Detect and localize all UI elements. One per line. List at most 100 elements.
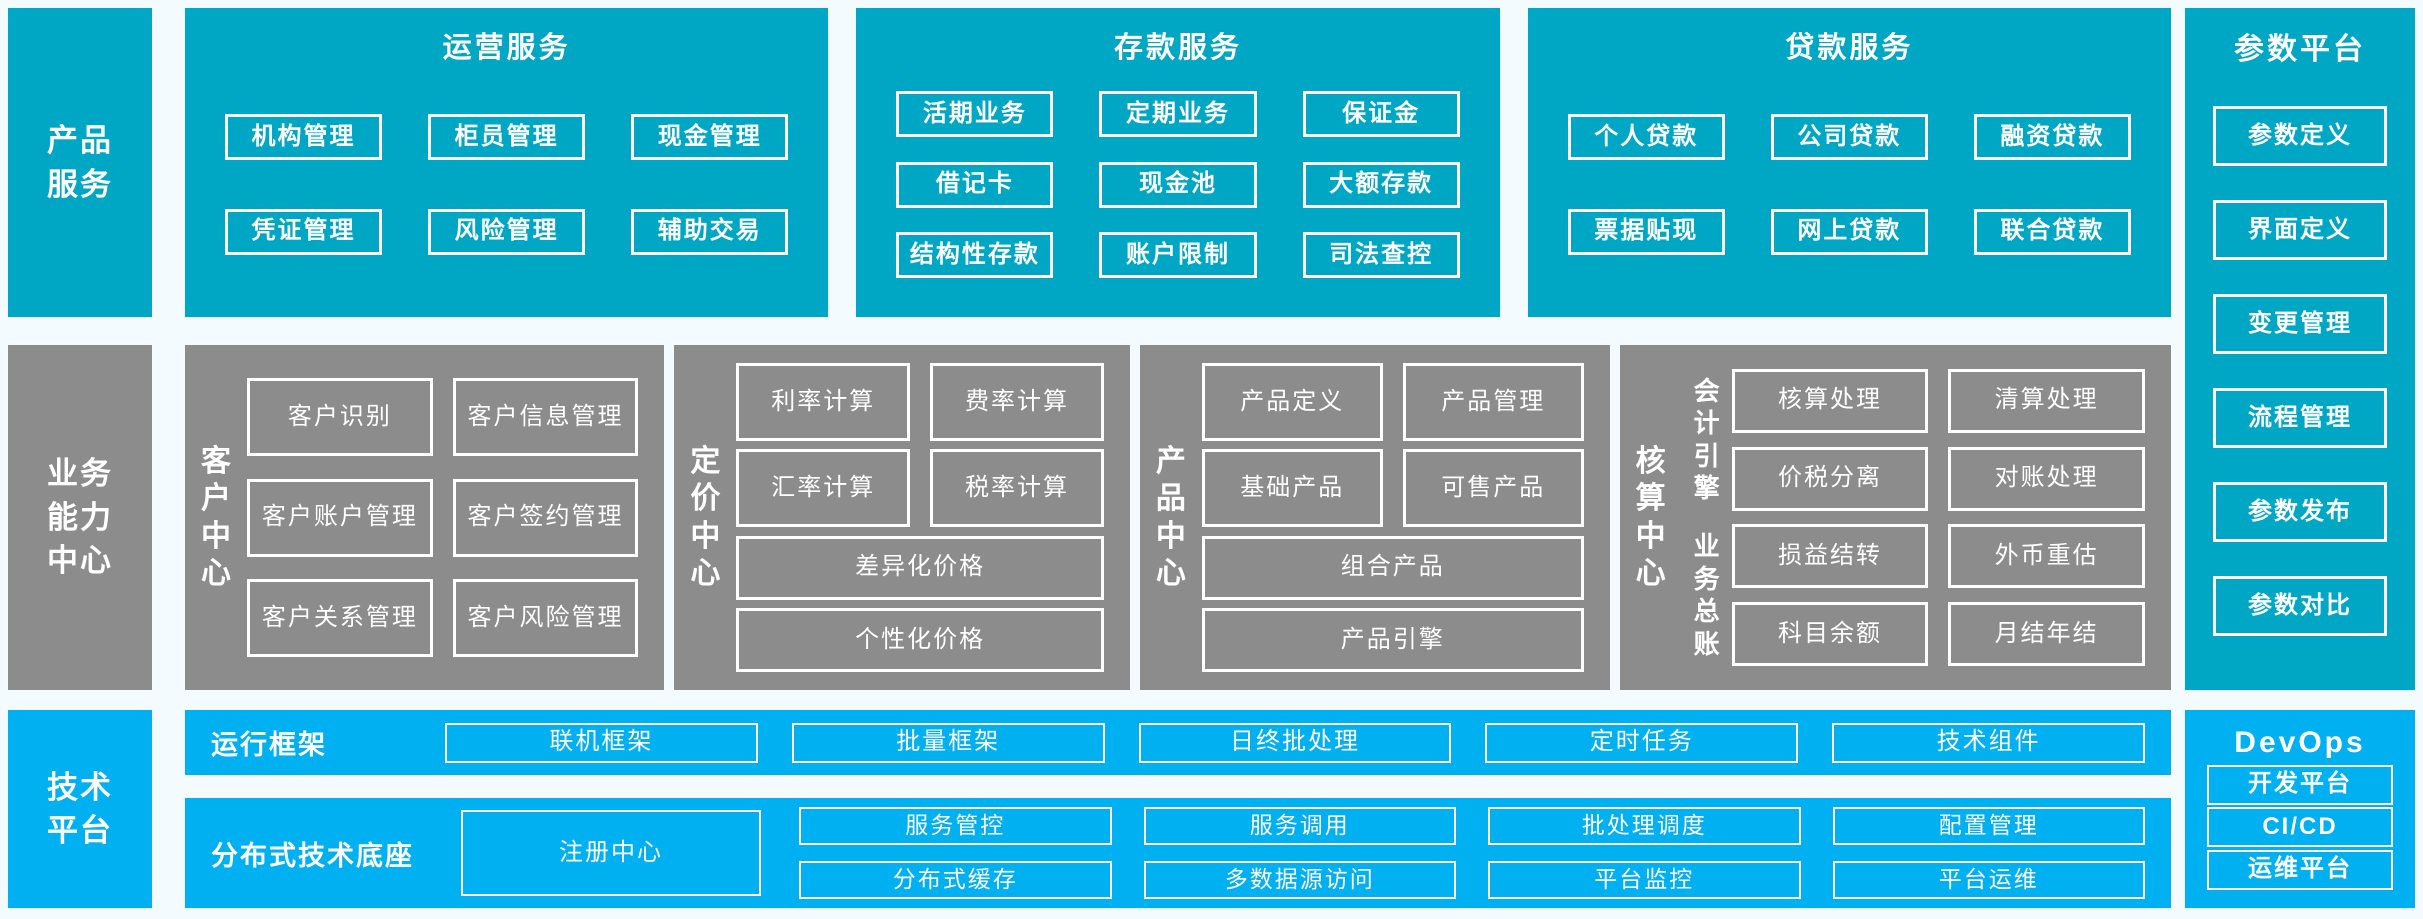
panel-title: DevOps <box>2234 726 2366 759</box>
service-box: 公司贷款 <box>1770 114 1928 161</box>
service-box: 融资贷款 <box>1973 114 2131 161</box>
tech-box: 批处理调度 <box>1488 807 1801 845</box>
capability-box-wide: 个性化价格 <box>736 607 1104 672</box>
panel-row: 核算处理 清算处理 <box>1731 368 2146 433</box>
tech-box: 日终批处理 <box>1138 722 1452 763</box>
service-box: 活期业务 <box>896 90 1054 137</box>
service-box: 辅助交易 <box>631 208 789 255</box>
block-title: 存款服务 <box>1113 32 1242 64</box>
capability-box: 对账处理 <box>1948 446 2146 511</box>
product-center-panel: 产 品 中 心 产品定义 产品管理 基础产品 可售产品 组合产品 产品引擎 <box>1139 345 1610 690</box>
service-box: 大额存款 <box>1302 161 1460 208</box>
service-box: 风险管理 <box>428 208 586 255</box>
capability-box: 科目余额 <box>1731 602 1929 667</box>
panel-row: 汇率计算 税率计算 <box>736 449 1104 528</box>
capability-box: 客户识别 <box>247 377 433 456</box>
param-box: 参数定义 <box>2213 106 2387 166</box>
panel-row: 价税分离 对账处理 <box>1731 446 2146 511</box>
block-title: 贷款服务 <box>1785 32 1914 64</box>
tech-box: 配置管理 <box>1832 807 2145 845</box>
capability-box-wide: 组合产品 <box>1201 535 1584 600</box>
capability-box: 产品定义 <box>1201 363 1383 442</box>
parameter-platform-panel: 参数平台 参数定义 界面定义 变更管理 流程管理 参数发布 参数对比 <box>2185 8 2415 690</box>
tech-box: 服务调用 <box>1143 807 1456 845</box>
loan-services-block: 贷款服务 个人贷款 公司贷款 融资贷款 票据贴现 网上贷款 联合贷款 <box>1527 8 2171 317</box>
devops-box: 开发平台 <box>2207 764 2393 805</box>
service-box: 网上贷款 <box>1770 208 1928 255</box>
sidebar-product-services: 产品 服务 <box>8 8 152 317</box>
group-vertical-label: 会 计 引 擎 <box>1693 375 1720 504</box>
service-box: 机构管理 <box>225 114 383 161</box>
pricing-center-panel: 定 价 中 心 利率计算 费率计算 汇率计算 税率计算 差异化价格 个性化价格 <box>674 345 1130 690</box>
group-rows: 核算处理 清算处理 价税分离 对账处理 <box>1731 368 2146 511</box>
product-services-row: 产品 服务 运营服务 机构管理 柜员管理 现金管理 凭证管理 风险管理 辅助交易 <box>8 8 2171 317</box>
technology-platform-main: 运行框架 联机框架 批量框架 日终批处理 定时任务 技术组件 分布式技术底座 注… <box>185 710 2171 908</box>
block-row: 结构性存款 账户限制 司法查控 <box>896 232 1460 279</box>
registry-center-box: 注册中心 <box>461 810 761 896</box>
block-row: 票据贴现 网上贷款 联合贷款 <box>1567 208 2131 255</box>
capability-box: 产品管理 <box>1402 363 1584 442</box>
service-box: 柜员管理 <box>428 114 586 161</box>
panel-body: 利率计算 费率计算 汇率计算 税率计算 差异化价格 个性化价格 <box>736 355 1129 680</box>
upper-area: 产品 服务 运营服务 机构管理 柜员管理 现金管理 凭证管理 风险管理 辅助交易 <box>8 8 2415 690</box>
sidebar-business-capability-center: 业务 能力 中心 <box>8 345 152 690</box>
service-box: 现金池 <box>1099 161 1257 208</box>
tech-box: 多数据源访问 <box>1143 861 1456 899</box>
panel-row: 科目余额 月结年结 <box>1731 602 2146 667</box>
capability-box: 客户关系管理 <box>247 579 433 658</box>
accounting-engine-group: 会 计 引 擎 核算处理 清算处理 价税分离 对账处理 <box>1682 368 2146 511</box>
capability-box-wide: 产品引擎 <box>1201 607 1584 672</box>
group-rows: 损益结转 外币重估 科目余额 月结年结 <box>1731 524 2146 667</box>
capability-box: 损益结转 <box>1731 524 1929 589</box>
capability-box: 核算处理 <box>1731 368 1929 433</box>
panel-body: 会 计 引 擎 核算处理 清算处理 价税分离 对账处理 <box>1682 355 2171 680</box>
service-box: 个人贷款 <box>1567 114 1725 161</box>
operations-services-block: 运营服务 机构管理 柜员管理 现金管理 凭证管理 风险管理 辅助交易 <box>185 8 829 317</box>
param-box: 参数发布 <box>2213 482 2387 542</box>
panel-items: 参数定义 界面定义 变更管理 流程管理 参数发布 参数对比 <box>2185 68 2415 690</box>
param-box: 变更管理 <box>2213 294 2387 354</box>
capability-box: 客户风险管理 <box>452 579 639 658</box>
runtime-framework-label: 运行框架 <box>211 730 327 760</box>
param-box: 界面定义 <box>2213 200 2387 260</box>
customer-center-panel: 客 户 中 心 客户识别 客户信息管理 客户账户管理 客户签约管理 客户关系管理 <box>185 345 665 690</box>
capability-box: 基础产品 <box>1201 449 1383 528</box>
service-box: 账户限制 <box>1099 232 1257 279</box>
devops-panel: DevOps 开发平台 CI/CD 运维平台 <box>2185 710 2415 908</box>
panel-items: 开发平台 CI/CD 运维平台 <box>2185 760 2415 908</box>
param-box: 流程管理 <box>2213 388 2387 448</box>
devops-box: CI/CD <box>2207 807 2393 847</box>
panel-row: 客户账户管理 客户签约管理 <box>247 478 639 557</box>
capability-box: 客户信息管理 <box>452 377 639 456</box>
distributed-base-label: 分布式技术底座 <box>211 840 414 871</box>
tech-box: 服务管控 <box>799 807 1112 845</box>
service-box: 借记卡 <box>896 161 1054 208</box>
panel-row: 利率计算 费率计算 <box>736 363 1104 442</box>
capability-box: 清算处理 <box>1948 368 2146 433</box>
capability-box: 汇率计算 <box>736 449 911 528</box>
capability-box: 费率计算 <box>930 363 1104 442</box>
panel-vertical-label: 定 价 中 心 <box>690 444 721 591</box>
block-rows: 机构管理 柜员管理 现金管理 凭证管理 风险管理 辅助交易 <box>185 66 828 317</box>
tech-box: 联机框架 <box>445 722 758 763</box>
block-rows: 活期业务 定期业务 保证金 借记卡 现金池 大额存款 结构性存款 账户限制 <box>856 66 1499 317</box>
service-box: 联合贷款 <box>1973 208 2131 255</box>
panel-vertical-label: 核 算 中 心 <box>1635 444 1666 591</box>
panel-row: 产品定义 产品管理 <box>1201 363 1584 442</box>
tech-box: 批量框架 <box>791 722 1105 763</box>
capability-box: 外币重估 <box>1948 524 2146 589</box>
service-box: 司法查控 <box>1302 232 1460 279</box>
service-box: 定期业务 <box>1099 90 1257 137</box>
panel-row: 损益结转 外币重估 <box>1731 524 2146 589</box>
block-row: 活期业务 定期业务 保证金 <box>896 90 1460 137</box>
panel-body: 客户识别 客户信息管理 客户账户管理 客户签约管理 客户关系管理 客户风险管理 <box>247 355 664 680</box>
block-rows: 个人贷款 公司贷款 融资贷款 票据贴现 网上贷款 联合贷款 <box>1528 66 2171 317</box>
service-box: 凭证管理 <box>225 208 383 255</box>
block-row: 借记卡 现金池 大额存款 <box>896 161 1460 208</box>
technology-platform-row: 技术 平台 运行框架 联机框架 批量框架 日终批处理 定时任务 技术组件 分布式… <box>8 710 2415 908</box>
block-title: 运营服务 <box>442 32 571 64</box>
panel-body: 产品定义 产品管理 基础产品 可售产品 组合产品 产品引擎 <box>1201 355 1610 680</box>
panel-vertical-label: 客 户 中 心 <box>201 444 231 591</box>
distributed-grid: 服务管控 服务调用 批处理调度 配置管理 分布式缓存 多数据源访问 平台监控 平… <box>799 807 2145 899</box>
